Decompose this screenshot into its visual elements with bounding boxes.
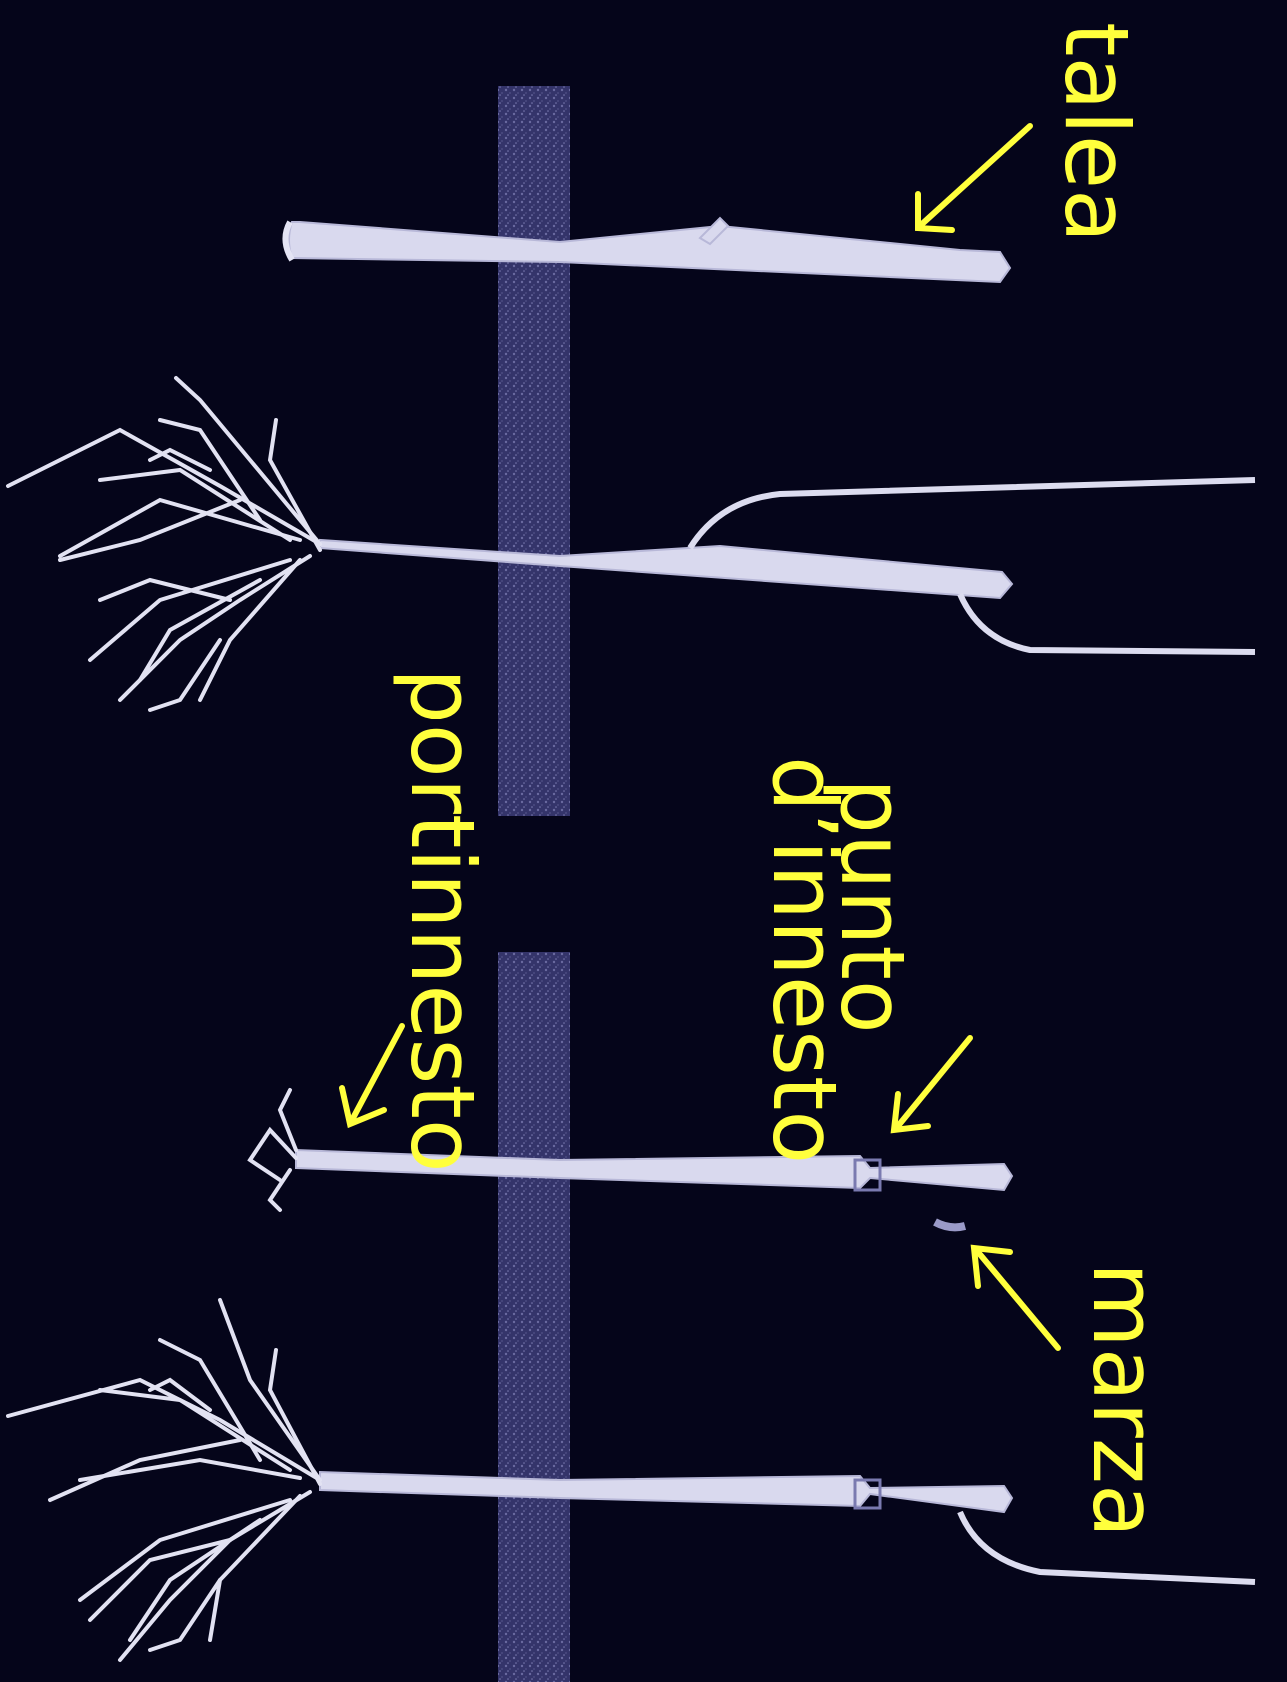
label-marza: marza — [1080, 1262, 1168, 1538]
soil-band-top — [498, 86, 570, 816]
label-dinnesto: d’innesto — [760, 756, 848, 1164]
label-portinnesto: portinnesto — [398, 668, 486, 1173]
label-talea: talea — [1052, 22, 1140, 243]
soil-band-bottom — [498, 952, 570, 1682]
